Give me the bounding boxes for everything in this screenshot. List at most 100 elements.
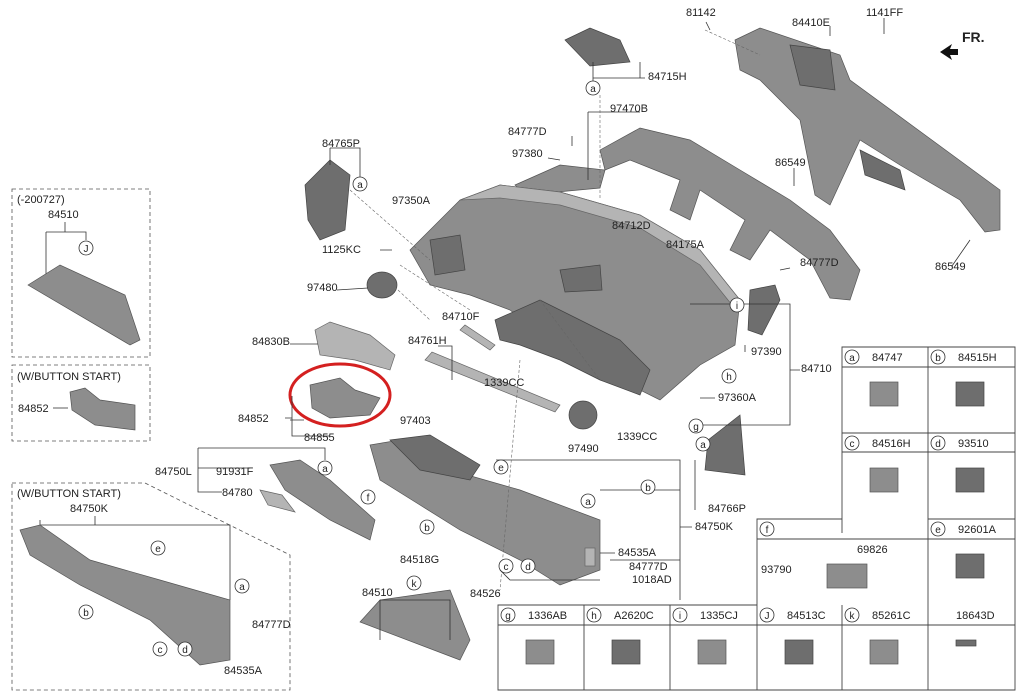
label-84855: 84855 [304, 432, 335, 444]
svg-text:i: i [679, 611, 681, 622]
legend-part-number: 93510 [958, 438, 989, 450]
svg-text:f: f [766, 525, 769, 536]
front-direction-indicator: FR. [940, 29, 985, 60]
callout-b: b [640, 479, 656, 495]
svg-text:b: b [645, 483, 651, 494]
label-84765P: 84765P [322, 138, 360, 150]
label-1141FF: 1141FF [866, 7, 903, 19]
svg-text:c: c [850, 439, 855, 450]
label-84852: 84852 [18, 403, 49, 415]
label-84750K: 84750K [70, 503, 109, 515]
callout-d: d [520, 558, 536, 574]
label-97360A: 97360A [718, 392, 757, 404]
label-84175A: 84175A [666, 239, 705, 251]
clip [584, 547, 596, 567]
svg-text:d: d [182, 645, 188, 656]
svg-text:h: h [591, 611, 597, 622]
legend-part-number: 1335CJ [700, 610, 738, 622]
label-1339CC: 1339CC [617, 431, 657, 443]
svg-text:c: c [158, 645, 163, 656]
label-84526: 84526 [470, 588, 501, 600]
callout-i: i [729, 297, 745, 313]
svg-text:d: d [935, 439, 941, 450]
callout-e: e [493, 459, 509, 475]
svg-text:k: k [412, 579, 418, 590]
label-84777D: 84777D [508, 126, 547, 138]
svg-text:J: J [84, 244, 89, 255]
svg-text:e: e [155, 544, 161, 555]
label-84761H: 84761H [408, 335, 447, 347]
label-84780: 84780 [222, 487, 253, 499]
highlight-circle [288, 362, 392, 428]
svg-text:a: a [849, 353, 855, 364]
legend-part-icon [955, 381, 985, 407]
side-vent-right [568, 400, 598, 430]
label-84710F: 84710F [442, 311, 480, 323]
legend-cell-d: d 93510 [930, 435, 989, 493]
trim-piece [259, 489, 296, 513]
lower-panel-alt [19, 524, 231, 666]
label-97350A: 97350A [392, 195, 431, 207]
svg-text:a: a [590, 84, 596, 95]
legend-part-icon [784, 639, 814, 665]
svg-text:g: g [693, 422, 699, 433]
svg-text:b: b [935, 353, 941, 364]
svg-text:a: a [239, 582, 245, 593]
callout-circles: a a a a a b b c d e f g h i k [317, 80, 745, 591]
defroster-grille [564, 27, 631, 67]
legend-part-number: 85261C [872, 610, 911, 622]
svg-text:e: e [498, 463, 504, 474]
inset-button-start-1: (W/BUTTON START) 84852 [11, 364, 151, 442]
inset-title: (W/BUTTON START) [17, 488, 121, 500]
legend-part-icon [697, 639, 727, 665]
legend-part-icon [869, 381, 899, 407]
svg-text:b: b [424, 523, 430, 534]
callout-a: a [585, 80, 601, 96]
callout-g: g [688, 418, 704, 434]
label-84535A: 84535A [618, 547, 657, 559]
label-84777D: 84777D [629, 561, 668, 573]
legend-subpart: 93790 [761, 564, 792, 576]
svg-text:a: a [585, 497, 591, 508]
garnish-small [459, 324, 496, 351]
legend-part-icon [955, 467, 985, 493]
label-84766P: 84766P [708, 503, 746, 515]
callout-c: c [152, 641, 168, 657]
side-vent-left [366, 271, 398, 299]
label-86549: 86549 [775, 157, 806, 169]
legend-cell-i: i 1335CJ [672, 607, 738, 665]
cluster-hood [314, 321, 396, 371]
crash-pad-frame [494, 299, 651, 396]
inset-title: (-200727) [17, 194, 65, 206]
label-84712D: 84712D [612, 220, 651, 232]
legend-part-number: 18643D [956, 610, 995, 622]
svg-text:b: b [83, 608, 89, 619]
legend-part-icon [955, 639, 977, 647]
label-84750K: 84750K [695, 521, 734, 533]
lower-panel-insert [389, 434, 481, 481]
lower-cover [309, 377, 381, 419]
label-84750L: 84750L [155, 466, 192, 478]
legend-cell-plain: 18643D [955, 610, 995, 647]
lower-cover-alt [69, 387, 136, 431]
label-84777D: 84777D [800, 257, 839, 269]
svg-text:a: a [357, 180, 363, 191]
callout-a: a [234, 578, 250, 594]
label-97380: 97380 [512, 148, 543, 160]
label-1339CC: 1339CC [484, 377, 524, 389]
inset-button-start-2: (W/BUTTON START) 84750K 84777D 84535A e … [11, 482, 291, 691]
callout-h: h [721, 368, 737, 384]
svg-text:J: J [765, 611, 770, 622]
callout-f: f [360, 489, 376, 505]
glove-box-early [27, 264, 141, 346]
callout-b: b [419, 519, 435, 535]
callout-a: a [580, 493, 596, 509]
side-cover-right [704, 414, 746, 476]
